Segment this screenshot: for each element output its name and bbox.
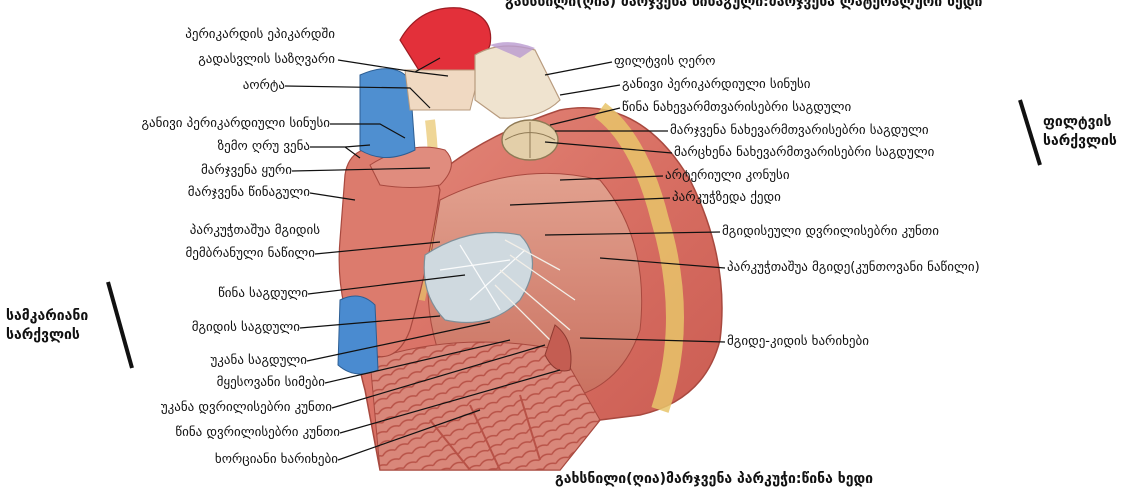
label-septum-membranous-1: პარკუჭთაშუა მგიდის bbox=[190, 223, 320, 239]
leader-line bbox=[560, 176, 663, 180]
leader-line bbox=[310, 145, 370, 158]
leader-line bbox=[292, 168, 430, 171]
label-anterior-semilunar: წინა ნახევარმთვარისებრი საგდული bbox=[622, 100, 851, 116]
group-line: სარქვლის bbox=[6, 326, 88, 345]
label-transverse-sinus-right: განივი პერიკარდიული სინუსი bbox=[622, 77, 811, 93]
leader-line bbox=[545, 62, 612, 75]
label-superior-vena-cava: ზემო ღრუ ვენა bbox=[218, 139, 310, 155]
label-trabeculae-carneae: ხორციანი ხარიხები bbox=[215, 452, 338, 468]
leader-line bbox=[600, 258, 725, 268]
leader-line bbox=[580, 338, 725, 342]
leader-line bbox=[550, 108, 620, 125]
group-line: ფილტვის bbox=[1043, 113, 1117, 132]
label-right-atrium: მარჯვენა წინაგული bbox=[188, 185, 310, 201]
tricuspid-valve-group: სამკარიანი სარქვლის bbox=[6, 307, 88, 345]
group-bracket-tricuspid bbox=[108, 282, 132, 368]
label-transverse-sinus-left: განივი პერიკარდიული სინუსი bbox=[141, 116, 330, 132]
label-anterior-cusp: წინა საგდული bbox=[218, 286, 308, 302]
label-septal-cusp: მგიდის საგდული bbox=[192, 320, 300, 336]
group-line: სარქვლის bbox=[1043, 132, 1117, 151]
leader-line bbox=[545, 232, 720, 235]
leader-line bbox=[308, 275, 465, 294]
label-septomarginal-trabecula: მგიდე-კიდის ხარიხები bbox=[727, 334, 869, 350]
pulmonary-valve-group: ფილტვის სარქვლის bbox=[1043, 113, 1117, 151]
leader-line bbox=[560, 85, 620, 95]
label-pulmonary-trunk: ფილტვის ღერო bbox=[614, 54, 716, 70]
label-right-semilunar: მარჯვენა ნახევარმთვარისებრი საგდული bbox=[670, 123, 929, 139]
leader-line bbox=[285, 86, 430, 108]
label-septum-membranous-2: მემბრანული ნაწილი bbox=[185, 246, 315, 262]
leader-line bbox=[338, 410, 480, 460]
leader-line bbox=[330, 124, 405, 138]
label-supraventricular-crest: პარკუჭზედა ქედი bbox=[672, 190, 781, 206]
label-aorta: აორტა bbox=[243, 78, 285, 94]
leader-line bbox=[338, 58, 448, 76]
leader-line bbox=[325, 340, 510, 383]
leader-line bbox=[340, 370, 560, 433]
label-chordae-tendineae: მყესოვანი სიმები bbox=[217, 375, 325, 391]
label-conus-arteriosus: არტერიული კონუსი bbox=[665, 168, 790, 184]
label-muscular-septum: პარკუჭთაშუა მგიდე(კუნთოვანი ნაწილი) bbox=[727, 260, 980, 276]
leader-line bbox=[315, 242, 440, 254]
leader-line bbox=[545, 142, 672, 153]
label-posterior-papillary: უკანა დვრილისებრი კუნთი bbox=[161, 400, 332, 416]
label-septal-papillary: მგიდისეული დვრილისებრი კუნთი bbox=[722, 224, 939, 240]
group-line: სამკარიანი bbox=[6, 307, 88, 326]
leader-line bbox=[307, 322, 490, 361]
leader-line bbox=[510, 198, 670, 205]
label-anterior-papillary: წინა დვრილისებრი კუნთი bbox=[175, 425, 340, 441]
label-posterior-cusp: უკანა საგდული bbox=[211, 353, 308, 369]
label-reflection-border: გადასვლის საზღვარი bbox=[198, 52, 335, 68]
leader-line bbox=[310, 193, 355, 200]
leader-line bbox=[332, 345, 545, 408]
label-pericardial-epicardial: პერიკარდის ეპიკარდში bbox=[185, 27, 335, 43]
group-bracket-pulmonary bbox=[1020, 100, 1040, 165]
label-right-auricle: მარჯვენა ყური bbox=[201, 163, 292, 179]
label-left-semilunar: მარცხენა ნახევარმთვარისებრი საგდული bbox=[674, 145, 934, 161]
leader-line bbox=[300, 316, 440, 328]
